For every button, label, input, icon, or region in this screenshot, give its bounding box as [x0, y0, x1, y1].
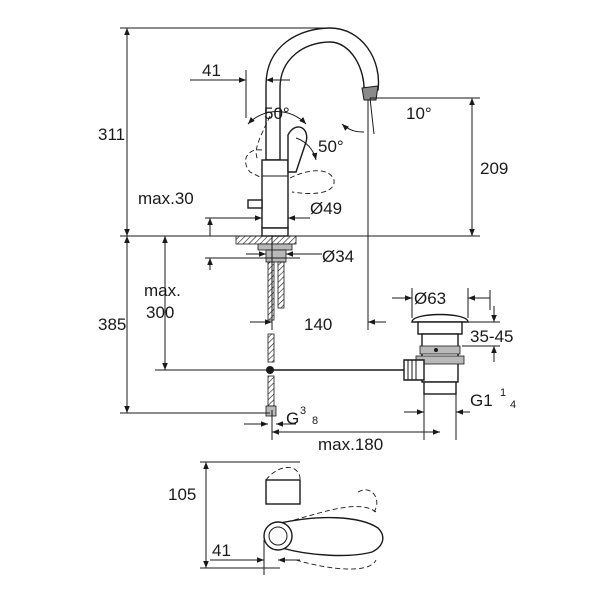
label-g38-num: 3 [300, 405, 306, 417]
label-209: 209 [480, 159, 508, 178]
dimension-lines [120, 27, 500, 440]
spout-top [275, 516, 384, 557]
label-max30: max.30 [138, 189, 194, 208]
label-35-45: 35-45 [470, 327, 513, 346]
label-dia63: Ø63 [414, 289, 446, 308]
label-140: 140 [304, 315, 332, 334]
label-50-right: 50° [318, 137, 344, 156]
mounting-hatch [235, 235, 297, 245]
spout-outlet [361, 85, 379, 101]
label-311: 311 [98, 125, 125, 144]
dimension-labels: 311 385 209 41 50° 50° 10° max.30 Ø49 Ø3… [98, 61, 516, 560]
label-max300-line2: 300 [146, 303, 174, 322]
spout [265, 27, 380, 161]
tap-side-view [235, 27, 430, 417]
tap-body [261, 159, 289, 229]
label-41-side: 41 [202, 61, 221, 80]
label-g1-num: 1 [500, 387, 506, 399]
label-max300-line1: max. [144, 281, 181, 300]
label-10-degree: 10° [406, 104, 432, 123]
label-50-left: 50° [264, 104, 290, 123]
pop-up-waste [403, 313, 469, 395]
label-dia34: Ø34 [322, 247, 354, 266]
label-g1-main: G1 [470, 391, 493, 410]
label-g1-den: 4 [510, 399, 516, 411]
tap-top-view [200, 461, 384, 575]
label-105: 105 [168, 485, 196, 504]
label-385: 385 [98, 315, 126, 334]
hose [267, 261, 275, 321]
label-dia49: Ø49 [310, 199, 342, 218]
label-41-top: 41 [212, 541, 231, 560]
label-g38-main: G [286, 409, 299, 428]
lever [287, 126, 308, 173]
label-max180: max.180 [318, 435, 383, 454]
label-g38-den: 8 [312, 415, 318, 427]
